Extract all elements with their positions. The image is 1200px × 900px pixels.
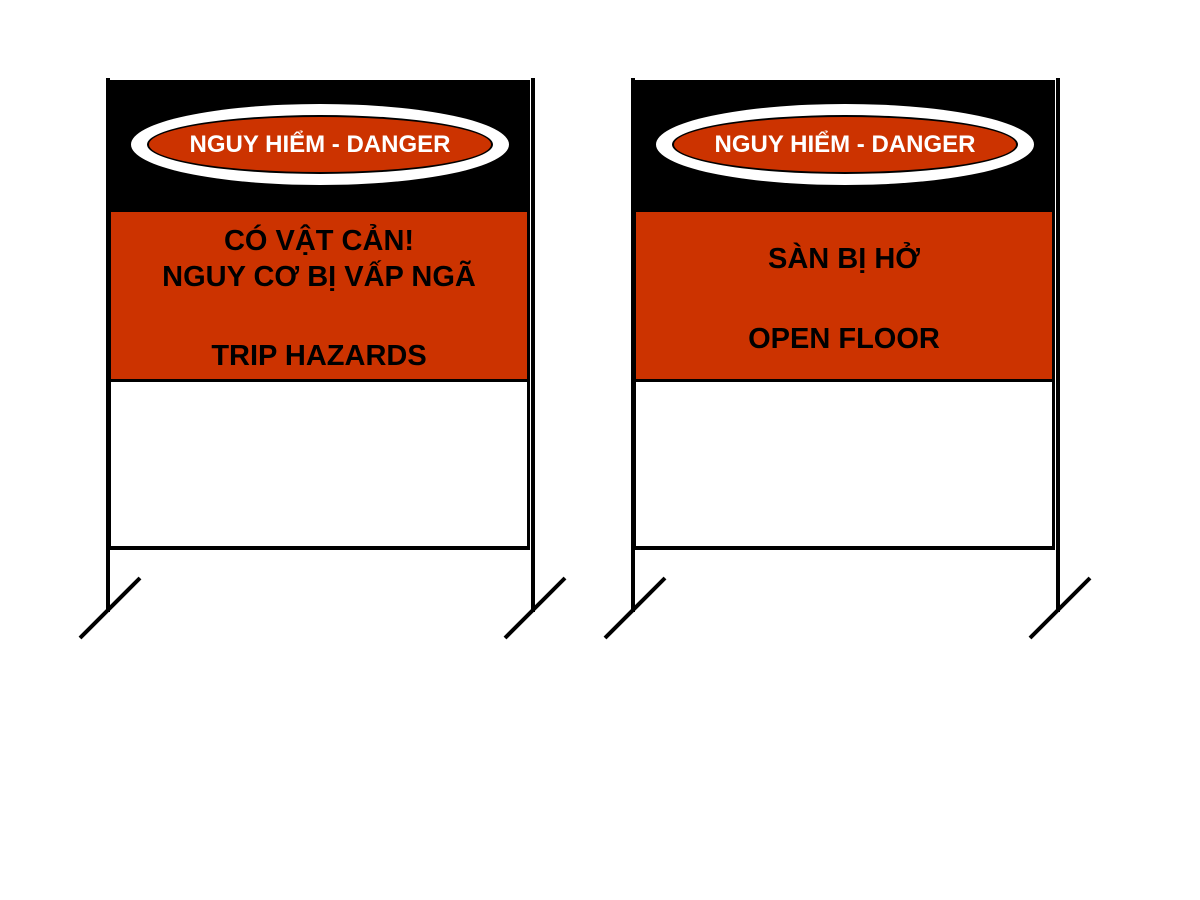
hazard-line-english: OPEN FLOOR [748, 323, 940, 355]
blank-panel [111, 382, 527, 550]
hazard-line: NGUY CƠ BỊ VẤP NGÃ [162, 261, 476, 293]
danger-oval: NGUY HIỂM - DANGER [656, 104, 1034, 185]
danger-sign-open-floor: NGUY HIỂM - DANGER SÀN BỊ HỞ OPEN FLOOR [603, 78, 1092, 648]
danger-sign-trip-hazards: NGUY HIỂM - DANGER CÓ VẬT CẢN! NGUY CƠ B… [78, 78, 567, 648]
hazard-message-area: CÓ VẬT CẢN! NGUY CƠ BỊ VẤP NGÃ TRIP HAZA… [111, 212, 527, 382]
danger-oval: NGUY HIỂM - DANGER [131, 104, 509, 185]
sign-panel: NGUY HIỂM - DANGER SÀN BỊ HỞ OPEN FLOOR [633, 80, 1055, 550]
danger-label: NGUY HIỂM - DANGER [189, 130, 451, 158]
danger-label: NGUY HIỂM - DANGER [714, 130, 976, 158]
sign-crossbar [108, 546, 530, 550]
sign-crossbar [633, 546, 1055, 550]
hazard-line: SÀN BỊ HỞ [767, 243, 921, 275]
hazard-message-area: SÀN BỊ HỞ OPEN FLOOR [636, 212, 1052, 382]
hazard-line-english: TRIP HAZARDS [211, 340, 427, 372]
sign-header: NGUY HIỂM - DANGER [111, 83, 527, 212]
danger-oval-inner: NGUY HIỂM - DANGER [147, 115, 493, 174]
sign-panel: NGUY HIỂM - DANGER CÓ VẬT CẢN! NGUY CƠ B… [108, 80, 530, 550]
danger-oval-inner: NGUY HIỂM - DANGER [672, 115, 1018, 174]
blank-panel [636, 382, 1052, 550]
sign-header: NGUY HIỂM - DANGER [636, 83, 1052, 212]
hazard-line: CÓ VẬT CẢN! [223, 225, 415, 257]
